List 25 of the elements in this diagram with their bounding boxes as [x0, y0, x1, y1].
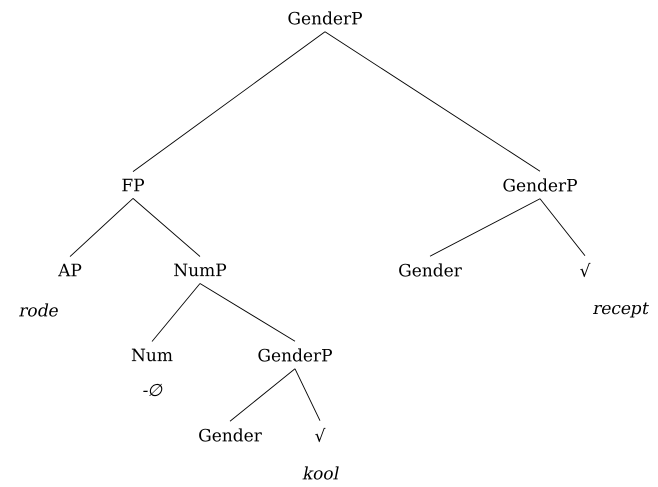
tree-label: √: [315, 428, 326, 442]
tree-label: AP: [58, 264, 82, 276]
branch-line: [200, 283, 296, 342]
tree-label: Gender: [399, 263, 462, 277]
tree-label: GenderP: [503, 178, 577, 192]
branch-line: [70, 198, 134, 258]
word-label: -∅: [143, 384, 162, 396]
tree-label: FP: [122, 178, 144, 192]
word-label: rode: [19, 303, 58, 317]
branch-line: [132, 31, 326, 172]
tree-label: Gender: [199, 428, 262, 442]
branch-line: [294, 368, 320, 422]
tree-label: √: [580, 262, 590, 278]
word-label: recept: [592, 302, 649, 318]
branch-line: [132, 198, 200, 257]
branch-line: [430, 198, 540, 257]
tree-label: GenderP: [288, 11, 362, 25]
word-label: kool: [302, 466, 339, 480]
branch-line: [540, 198, 586, 256]
branch-line: [324, 31, 540, 172]
branch-line: [230, 368, 296, 422]
tree-label: GenderP: [258, 348, 332, 362]
tree-label: NumP: [174, 264, 226, 276]
branch-line: [152, 283, 200, 342]
tree-label: Num: [132, 348, 172, 362]
